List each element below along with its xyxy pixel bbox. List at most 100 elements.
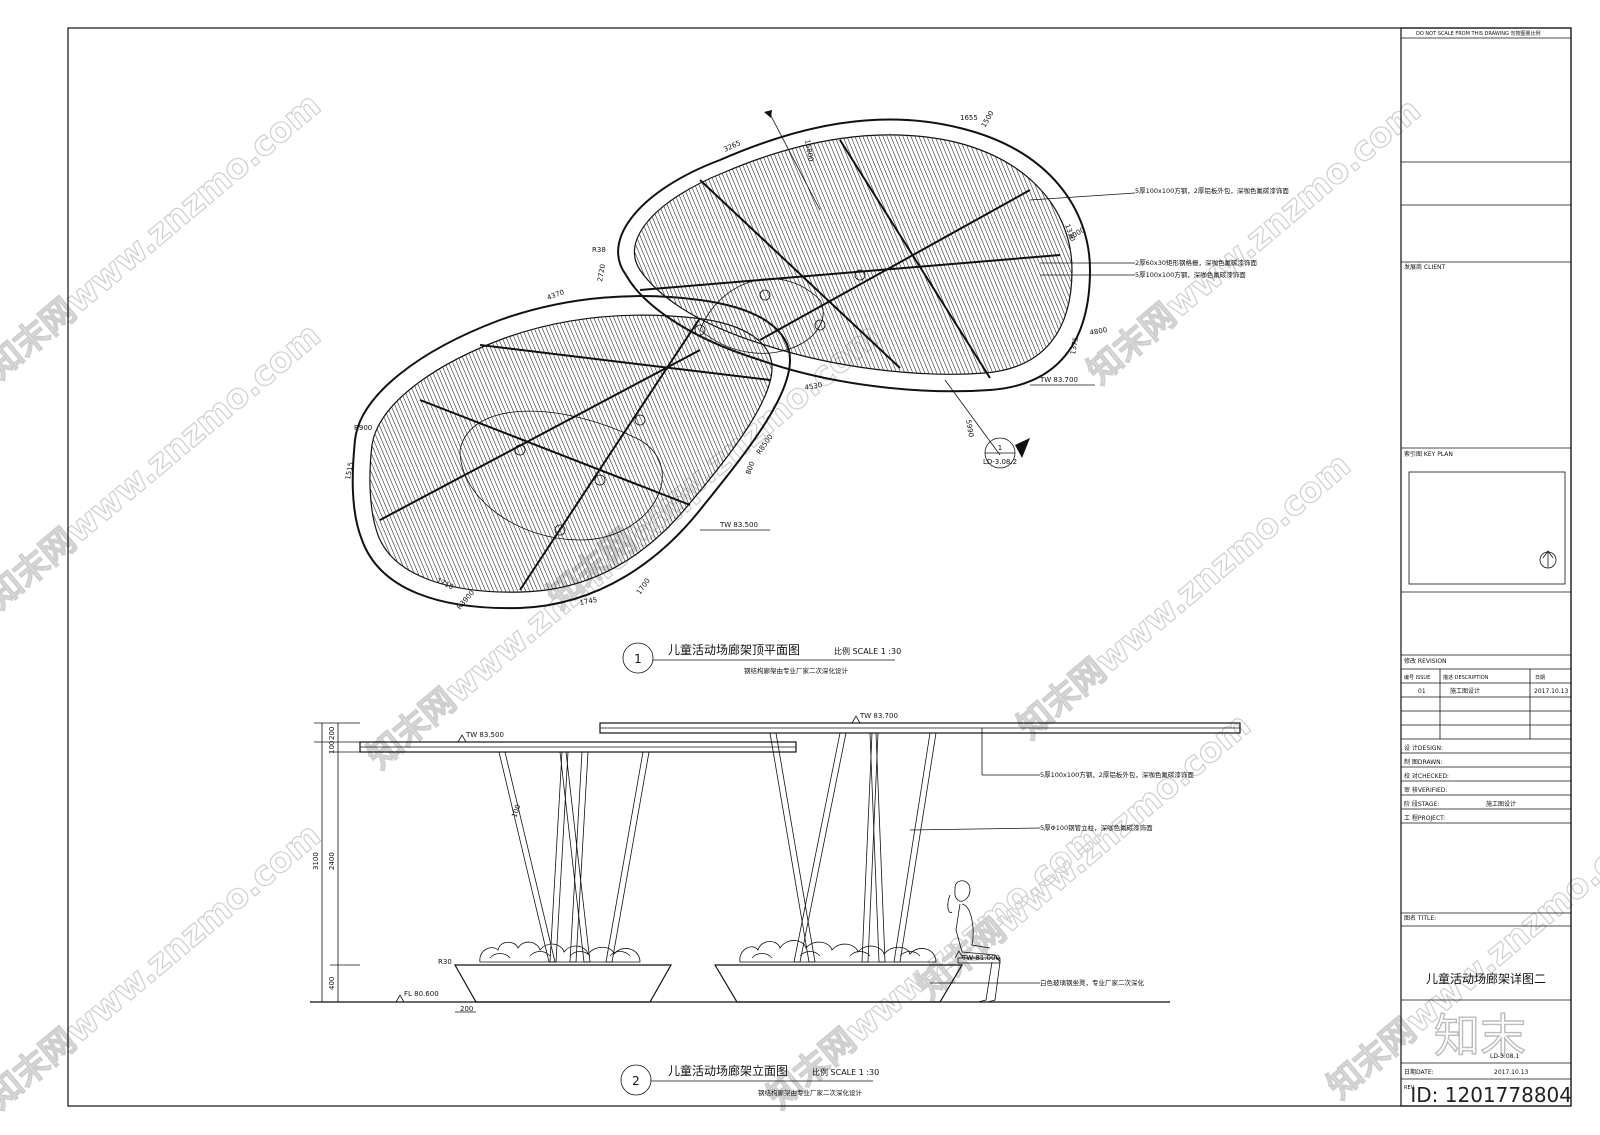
svg-text:4530: 4530 bbox=[804, 381, 823, 392]
elevation-dimensions: 3100 200 100 2400 400 200 R30 100 bbox=[312, 722, 522, 1013]
verified-label: 审 核VERIFIED: bbox=[1404, 786, 1447, 794]
svg-text:4800: 4800 bbox=[1089, 326, 1108, 337]
elev-note-beam: 5厚100x100方钢，2厚铝板外包，深咖色氟碳漆饰面 bbox=[1040, 770, 1194, 779]
rev-row-date: 2017.10.13 bbox=[1534, 688, 1569, 695]
column-footprint-upper bbox=[699, 278, 824, 354]
svg-text:1655: 1655 bbox=[960, 114, 978, 122]
north-arrow-icon bbox=[1539, 550, 1557, 569]
elevation-number: 2 bbox=[632, 1074, 640, 1088]
svg-text:400: 400 bbox=[328, 977, 336, 990]
rev-row-desc: 施工图设计 bbox=[1450, 687, 1480, 695]
svg-text:1: 1 bbox=[998, 444, 1002, 452]
keyplan-label: 索引图 KEY PLAN bbox=[1404, 450, 1453, 458]
lower-canopy-outline bbox=[351, 295, 792, 610]
rev-col-date: 日期 bbox=[1535, 675, 1545, 681]
title-label: 图名 TITLE: bbox=[1404, 914, 1436, 922]
elevation-levels: TW 83.500 TW 83.700 TW 81.000 FL 80.600 bbox=[395, 712, 1000, 1003]
client-label: 发展商 CLIENT bbox=[1404, 263, 1445, 271]
svg-text:100: 100 bbox=[328, 741, 336, 754]
flag-marker-icon bbox=[764, 110, 772, 118]
svg-text:R38: R38 bbox=[592, 246, 606, 254]
svg-text:R30: R30 bbox=[438, 958, 452, 966]
watermark-text: 知末网www.znzmo.com bbox=[1080, 90, 1429, 392]
svg-text:1745: 1745 bbox=[579, 596, 598, 607]
svg-text:2400: 2400 bbox=[328, 852, 336, 870]
plan-columns bbox=[514, 269, 866, 536]
canopy-beams bbox=[379, 139, 1061, 591]
svg-text:1500: 1500 bbox=[980, 110, 996, 129]
left-planter bbox=[453, 964, 673, 1003]
left-columns bbox=[498, 751, 650, 963]
plan-tw-upper: TW 83.700 bbox=[1039, 376, 1078, 384]
svg-text:R3900: R3900 bbox=[455, 589, 476, 612]
plan-number: 1 bbox=[634, 652, 642, 666]
elevation-title-text: 儿童活动场廊架立面图 bbox=[668, 1063, 788, 1078]
drawn-label: 制 图DRAWN: bbox=[1404, 758, 1443, 766]
logo-text: 知末 bbox=[1434, 1009, 1526, 1063]
svg-text:200: 200 bbox=[328, 727, 336, 740]
elevation-title: 2 儿童活动场廊架立面图 比例 SCALE 1 :30 钢结构廊架由专业厂家二次… bbox=[620, 1063, 879, 1097]
date-label: 日期DATE: bbox=[1404, 1068, 1434, 1076]
plan-title: 1 儿童活动场廊架顶平面图 比例 SCALE 1 :30 钢结构廊架由专业厂家二… bbox=[622, 642, 901, 675]
svg-text:2720: 2720 bbox=[596, 263, 607, 282]
column-footprint-lower bbox=[459, 410, 663, 541]
elev-note-column: 5厚Φ100钢管立柱，深咖色氟碳漆饰面 bbox=[1040, 823, 1153, 832]
stage-label: 阶 段STAGE: bbox=[1404, 800, 1439, 808]
elevation-scale: 比例 SCALE 1 :30 bbox=[812, 1067, 879, 1077]
stage-value: 施工图设计 bbox=[1486, 800, 1516, 808]
svg-text:4370: 4370 bbox=[546, 288, 565, 302]
design-label: 设 计DESIGN: bbox=[1404, 744, 1443, 752]
svg-text:5990: 5990 bbox=[964, 419, 975, 438]
plan-title-text: 儿童活动场廊架顶平面图 bbox=[668, 642, 800, 657]
bench-seat bbox=[957, 957, 1001, 964]
watermark-text: 知末网www.znzmo.com bbox=[0, 315, 329, 617]
plan-tw-lower: TW 83.500 bbox=[719, 521, 758, 529]
upper-canopy-grating bbox=[634, 134, 1072, 375]
drawing-no: LD-3.08.1 bbox=[1490, 1053, 1519, 1060]
svg-text:1700: 1700 bbox=[635, 577, 652, 596]
svg-text:TW 83.500: TW 83.500 bbox=[465, 731, 504, 739]
svg-text:TW 83.700: TW 83.700 bbox=[859, 712, 898, 720]
checked-label: 校 对CHECKED: bbox=[1404, 772, 1449, 780]
svg-text:TW 81.000: TW 81.000 bbox=[961, 954, 1000, 962]
lower-canopy-inner bbox=[369, 314, 773, 593]
shrub-left bbox=[479, 941, 641, 963]
section-marker: 1 LD-3.08.2 bbox=[944, 379, 1030, 469]
date-value: 2017.10.13 bbox=[1494, 1069, 1529, 1076]
svg-text:R900: R900 bbox=[354, 424, 372, 432]
elevation-view: 3100 200 100 2400 400 200 R30 100 TW 83.… bbox=[310, 712, 1241, 1097]
rev-col-desc: 描述 DESCRIPTION bbox=[1443, 674, 1489, 681]
plan-leaders: 5厚100x100方钢，2厚铝板外包，深咖色氟碳漆饰面 2厚60x30矩形钢格栅… bbox=[700, 186, 1289, 531]
svg-text:LD-3.08.2: LD-3.08.2 bbox=[983, 458, 1017, 466]
plan-note-grating: 2厚60x30矩形钢格栅，深咖色氟碳漆饰面 bbox=[1135, 258, 1258, 267]
svg-text:1375: 1375 bbox=[1069, 336, 1080, 355]
person-silhouette-icon bbox=[947, 880, 1001, 1003]
svg-text:1515: 1515 bbox=[344, 461, 355, 480]
svg-text:3100: 3100 bbox=[312, 852, 320, 870]
shrub-right bbox=[739, 940, 937, 963]
elevation-subnote: 钢结构廊架由专业厂家二次深化设计 bbox=[758, 1088, 863, 1097]
id-text: ID: 1201778804 bbox=[1410, 1083, 1572, 1107]
plan-note-steel: 5厚100x100方钢，深咖色氟碳漆饰面 bbox=[1135, 270, 1246, 279]
no-scale-note: DO NOT SCALE FROM THIS DRAWING 勿按图量比例 bbox=[1416, 30, 1540, 37]
drawing-title: 儿童活动场廊架详图二 bbox=[1426, 971, 1546, 986]
elevation-leaders: 5厚100x100方钢，2厚铝板外包，深咖色氟碳漆饰面 5厚Φ100钢管立柱，深… bbox=[909, 728, 1194, 987]
elev-note-bench: 白色玻璃钢坐凳，专业厂家二次深化 bbox=[1040, 978, 1145, 987]
plan-subnote: 钢结构廊架由专业厂家二次深化设计 bbox=[744, 666, 849, 675]
svg-text:15800: 15800 bbox=[803, 139, 815, 162]
revision-label: 修改 REVISION bbox=[1404, 657, 1447, 665]
rev-col-no: 编号 ISSUE bbox=[1404, 674, 1430, 681]
right-columns bbox=[769, 732, 937, 963]
project-label: 工 程PROJECT: bbox=[1404, 814, 1445, 822]
svg-text:200: 200 bbox=[460, 1005, 473, 1013]
svg-text:1710: 1710 bbox=[435, 577, 455, 592]
watermark-text: 知末网www.znzmo.com bbox=[0, 815, 329, 1117]
svg-text:FL 80.600: FL 80.600 bbox=[404, 990, 439, 998]
revision-row-label: REV bbox=[1404, 1085, 1415, 1091]
keyplan-frame bbox=[1408, 471, 1566, 585]
rev-row-no: 01 bbox=[1418, 688, 1426, 695]
plan-scale: 比例 SCALE 1 :30 bbox=[834, 646, 901, 656]
plan-note-roof-beam: 5厚100x100方钢，2厚铝板外包，深咖色氟碳漆饰面 bbox=[1135, 186, 1289, 195]
title-block: DO NOT SCALE FROM THIS DRAWING 勿按图量比例 发展… bbox=[1400, 27, 1572, 1107]
